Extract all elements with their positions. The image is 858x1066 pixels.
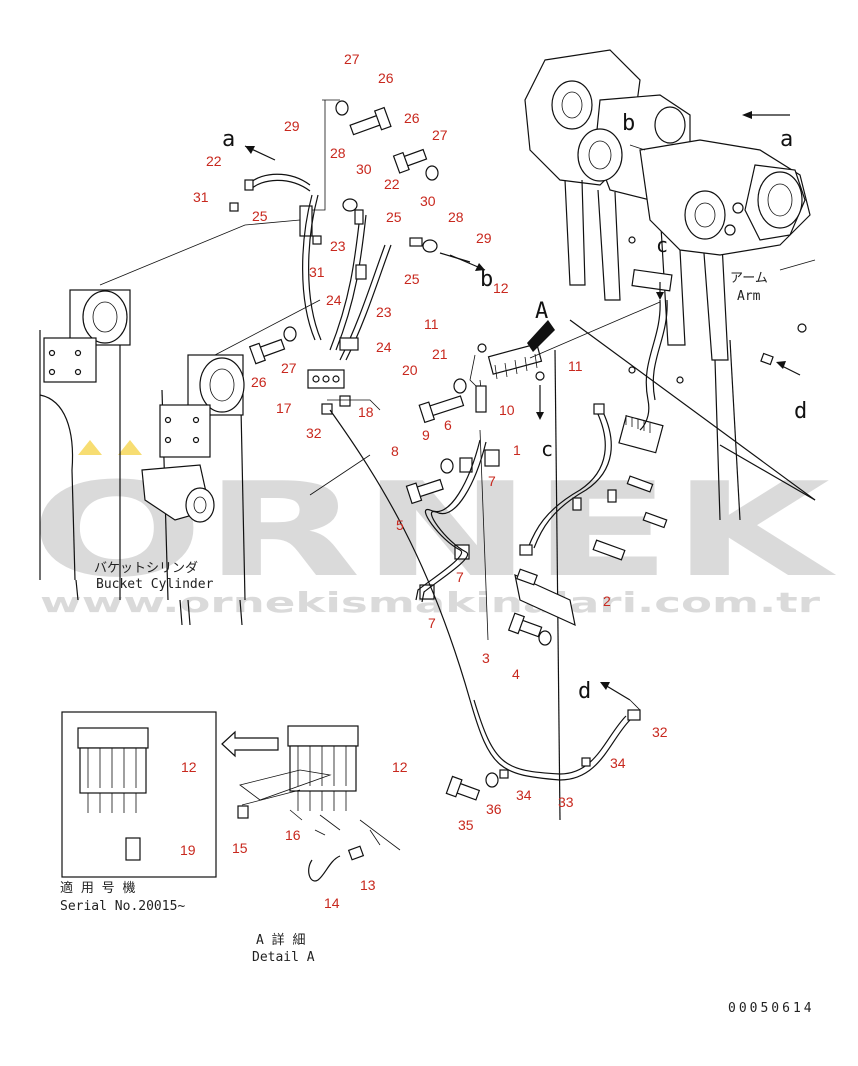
part-number-6: 6 (444, 417, 452, 433)
part-number-10: 10 (499, 402, 515, 418)
part-number-32: 32 (652, 724, 668, 740)
part-number-2: 2 (603, 593, 611, 609)
part-number-22: 22 (206, 153, 222, 169)
reference-letter-a: a (780, 127, 793, 152)
arm-assembly (519, 49, 816, 821)
part-number-20: 20 (402, 362, 418, 378)
reference-letter-A: A (535, 299, 548, 324)
bucket-cylinder-label-en: Bucket Cylinder (96, 577, 214, 592)
part-number-12: 12 (181, 759, 197, 775)
part-number-23: 23 (330, 238, 346, 254)
part-number-7: 7 (456, 569, 464, 585)
part-number-34: 34 (610, 755, 626, 771)
part-number-11: 11 (424, 316, 439, 332)
part-number-21: 21 (432, 346, 448, 362)
part-number-27: 27 (281, 360, 297, 376)
part-number-33: 33 (558, 794, 574, 810)
part-number-4: 4 (512, 666, 520, 682)
part-number-1: 1 (513, 442, 521, 458)
reference-letter-d: d (794, 399, 807, 424)
part-number-28: 28 (330, 145, 346, 161)
part-number-34: 34 (516, 787, 532, 803)
serial-label-jp: 適 用 号 機 (60, 880, 135, 896)
reference-letter-a: a (222, 127, 235, 152)
part-number-28: 28 (448, 209, 464, 225)
part-number-25: 25 (386, 209, 402, 225)
part-number-11: 11 (568, 358, 583, 374)
part-number-26: 26 (404, 110, 420, 126)
part-number-5: 5 (396, 517, 404, 533)
part-number-29: 29 (284, 118, 300, 134)
part-number-7: 7 (488, 473, 496, 489)
watermark: ORNEK www.ornekismakinalari.com.tr (30, 440, 837, 619)
part-number-29: 29 (476, 230, 492, 246)
part-number-24: 24 (376, 339, 392, 355)
part-number-14: 14 (324, 895, 340, 911)
part-number-31: 31 (309, 264, 325, 280)
central-distributor (309, 111, 801, 801)
part-number-25: 25 (404, 271, 420, 287)
part-number-8: 8 (391, 443, 399, 459)
part-number-25: 25 (252, 208, 268, 224)
arm-label-en: Arm (737, 289, 761, 304)
part-number-12: 12 (392, 759, 408, 775)
part-number-26: 26 (251, 374, 267, 390)
watermark-accent-icon (118, 440, 142, 455)
part-number-16: 16 (285, 827, 301, 843)
part-number-3: 3 (482, 650, 490, 666)
left-arrow-icon (221, 730, 279, 758)
part-number-9: 9 (422, 427, 430, 443)
part-number-7: 7 (428, 615, 436, 631)
part-number-30: 30 (356, 161, 372, 177)
part-number-36: 36 (486, 801, 502, 817)
detail-a-arrow-icon (527, 320, 555, 352)
reference-letter-b: b (480, 267, 493, 292)
part-number-24: 24 (326, 292, 342, 308)
part-number-23: 23 (376, 304, 392, 320)
part-number-18: 18 (358, 404, 374, 420)
part-number-12: 12 (493, 280, 509, 296)
bucket-cylinder (39, 289, 246, 626)
part-number-15: 15 (232, 840, 248, 856)
detail-label-en: Detail A (252, 950, 315, 965)
arm-label-jp: アーム (730, 271, 768, 286)
arm-distributor (618, 415, 664, 454)
part-number-31: 31 (193, 189, 209, 205)
serial-label-en: Serial No.20015~ (60, 899, 185, 914)
reference-letter-c: c (541, 437, 553, 461)
part-number-13: 13 (360, 877, 376, 893)
detail-label-jp: A 詳 細 (256, 932, 305, 948)
serial-detail-box (61, 711, 217, 878)
part-number-32: 32 (306, 425, 322, 441)
part-number-22: 22 (384, 176, 400, 192)
bucket-cylinder-label-jp: バケットシリンダ (94, 561, 198, 576)
part-number-27: 27 (432, 127, 448, 143)
reference-letter-b: b (622, 111, 635, 136)
part-number-17: 17 (276, 400, 292, 416)
drawing-number: 00050614 (728, 1001, 815, 1016)
part-number-27: 27 (344, 51, 360, 67)
detail-a (61, 711, 401, 882)
reference-letter-d: d (578, 679, 591, 704)
part-number-26: 26 (378, 70, 394, 86)
part-number-35: 35 (458, 817, 474, 833)
part-number-19: 19 (180, 842, 196, 858)
part-number-30: 30 (420, 193, 436, 209)
watermark-accent-icon (78, 440, 102, 455)
reference-letter-c: c (656, 233, 668, 257)
left-hose-group (99, 99, 486, 415)
